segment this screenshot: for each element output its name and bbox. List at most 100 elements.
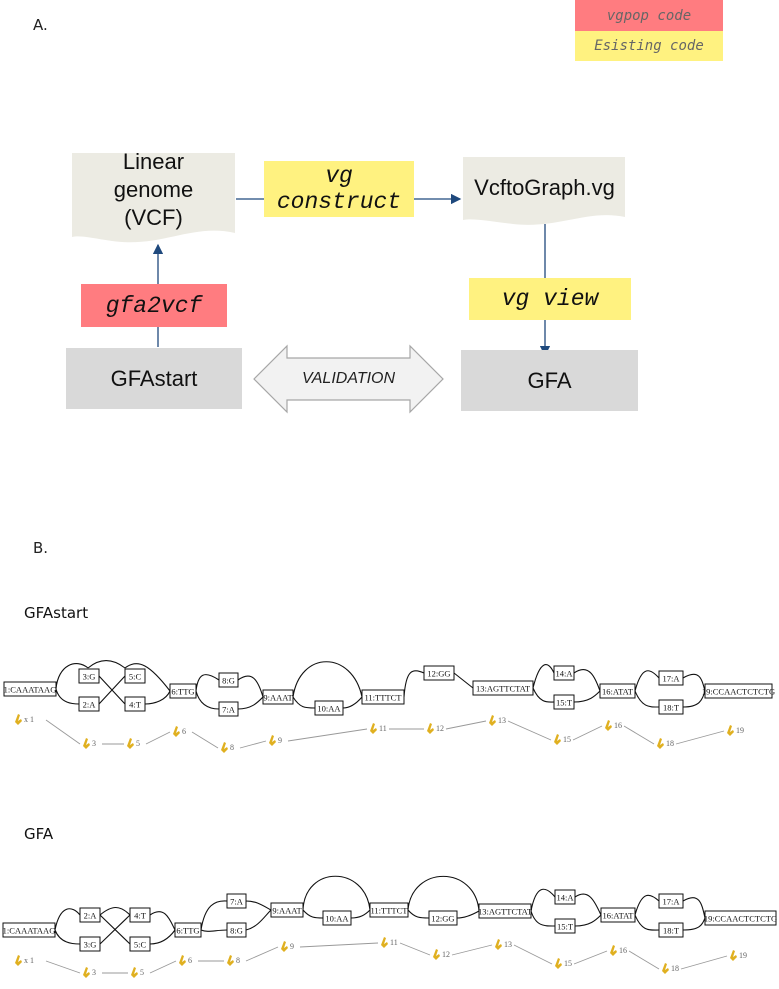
- saxophone-icon: [281, 941, 288, 952]
- graph-edge: [634, 670, 706, 692]
- saxophone-icon: [727, 725, 734, 736]
- graph-node-label: 8:G: [230, 926, 243, 936]
- graph-node-label: 12:GG: [427, 669, 450, 679]
- path-step: 3: [83, 738, 96, 749]
- path-step-label: 8: [230, 743, 234, 752]
- graph-edge: [55, 688, 171, 705]
- graph-node: 8:G: [226, 922, 247, 938]
- graph-node: 9:AAAT: [262, 689, 294, 705]
- graph-node-label: 16:ATAT: [603, 911, 635, 921]
- path-step: 12: [427, 723, 444, 734]
- graph-edge: [54, 929, 176, 945]
- graph-node: 5:C: [124, 668, 146, 684]
- validation-label: VALIDATION: [301, 370, 396, 387]
- path-segment: [245, 946, 279, 962]
- graph-edge: [407, 875, 480, 919]
- path-step-label: 5: [136, 739, 140, 748]
- path-step: 3: [83, 967, 96, 978]
- graph-node-label: 11:TTTCT: [365, 693, 403, 703]
- graph-node-label: 4:T: [129, 700, 142, 710]
- path-step-label: 3: [92, 739, 96, 748]
- graph-node-label: 19:CCAACTCTCTG: [702, 687, 775, 697]
- graph-node: 6:TTG: [169, 683, 197, 699]
- path-step: 9: [269, 735, 282, 746]
- path-step: 13: [495, 939, 512, 950]
- graph-edge: [403, 670, 474, 698]
- path-step-label: 9: [290, 942, 294, 951]
- graph-node-label: 11:TTTCT: [371, 906, 409, 916]
- path-step: 11: [381, 937, 398, 948]
- gfa2vcf-box: gfa2vcf: [81, 284, 227, 327]
- graph-node-label: 3:G: [84, 940, 97, 950]
- path-step-label: 11: [390, 938, 398, 947]
- graph-edge: [530, 910, 602, 927]
- path-step: 8: [227, 955, 240, 966]
- path-segment: [399, 942, 431, 956]
- legend-existing: Esisting code: [575, 31, 723, 61]
- saxophone-icon: [83, 967, 90, 978]
- path-segment: [572, 725, 603, 741]
- path-segment: [573, 950, 608, 965]
- saxophone-icon: [605, 720, 612, 731]
- graph-node: 18:T: [658, 922, 684, 938]
- saxophone-icon: [433, 949, 440, 960]
- path-segment: [191, 731, 219, 749]
- graph-edge: [195, 674, 264, 698]
- path-step: x 1: [15, 955, 34, 966]
- path-step: 6: [173, 726, 186, 737]
- saxophone-icon: [221, 742, 228, 753]
- graph-node-label: 1:CAAATAAG: [4, 685, 57, 695]
- graph-node-label: 17:A: [663, 674, 681, 684]
- path-step-label: 19: [739, 951, 747, 960]
- graph-edge: [634, 690, 706, 708]
- graph-node: 18:T: [658, 699, 684, 715]
- saxophone-icon: [269, 735, 276, 746]
- graph-edge: [530, 888, 602, 916]
- section-a-label: A.: [33, 16, 48, 34]
- path-segment: [45, 960, 81, 974]
- section-b-label: B.: [33, 539, 49, 557]
- graph-gfastart: 1:CAAATAAG3:G2:A5:C4:T6:TTG8:G7:A9:AAAT1…: [3, 659, 775, 753]
- graph-node: 2:A: [78, 696, 100, 712]
- saxophone-icon: [730, 950, 737, 961]
- path-step: x 1: [15, 714, 34, 725]
- graph-node-label: 9:AAAT: [263, 693, 293, 703]
- graph-node: 4:T: [129, 907, 151, 923]
- path-step-label: 12: [436, 724, 444, 733]
- path-segment: [287, 728, 368, 742]
- saxophone-icon: [15, 955, 22, 966]
- path-step-label: 13: [504, 940, 512, 949]
- graph-node: 11:TTTCT: [361, 689, 405, 705]
- graph-node: 12:GG: [428, 910, 458, 926]
- graph-node-label: 12:GG: [431, 914, 454, 924]
- graph-node: 13:AGTTCTAT: [472, 680, 534, 696]
- path-step-label: 5: [140, 968, 144, 977]
- graph-node-label: 5:C: [129, 672, 142, 682]
- graph-node: 9:AAAT: [270, 902, 304, 918]
- workflow-arrows: [152, 193, 551, 414]
- graph-node: 17:A: [658, 670, 684, 686]
- graph-node-label: 19:CCAACTCTCTG: [704, 914, 777, 924]
- graph-edge: [195, 690, 264, 710]
- saxophone-icon: [495, 939, 502, 950]
- vcftograph-doc: [463, 157, 625, 225]
- graph-node: 19:CCAACTCTCTG: [702, 683, 775, 699]
- path-step-label: 18: [666, 739, 674, 748]
- graph-node: 19:CCAACTCTCTG: [704, 910, 777, 926]
- graph-node: 5:C: [129, 936, 151, 952]
- path-step: 11: [370, 723, 387, 734]
- graph-node-label: 6:TTG: [171, 687, 194, 697]
- graph-node-label: 13:AGTTCTAT: [478, 907, 533, 917]
- path-step: 5: [127, 738, 140, 749]
- saxophone-icon: [381, 937, 388, 948]
- path-step: 18: [662, 963, 679, 974]
- path-step-label: 13: [498, 716, 506, 725]
- graph-node: 4:T: [124, 696, 146, 712]
- path-step-label: 3: [92, 968, 96, 977]
- graph-node: 14:A: [553, 665, 575, 681]
- path-step-label: 11: [379, 724, 387, 733]
- saxophone-icon: [370, 723, 377, 734]
- graph-node: 1:CAAATAAG: [2, 922, 56, 938]
- linear-genome-line1: Linear: [122, 149, 185, 174]
- graph-node: 14:A: [554, 889, 576, 905]
